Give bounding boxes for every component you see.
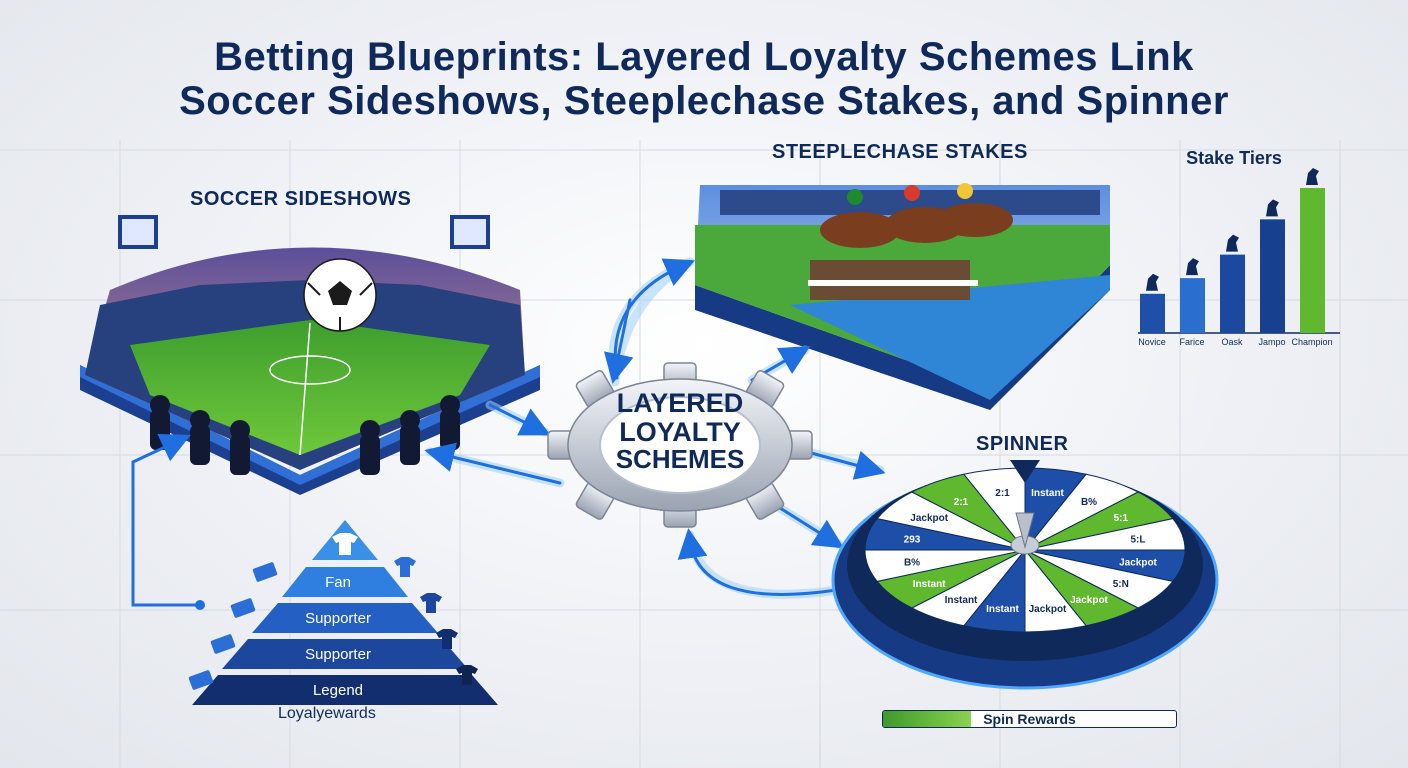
page-title-line-1: Betting Blueprints: Layered Loyalty Sche… [214, 35, 1194, 79]
knight-icon [1186, 258, 1199, 276]
stake-tier-label: Farice [1179, 337, 1204, 347]
spinner-segment-label: Instant [1031, 488, 1064, 499]
stake-tier-label: Champion [1291, 337, 1332, 347]
pyramid-tier-3 [222, 639, 468, 669]
pyramid-tier-label-legend: Legend [313, 682, 363, 699]
spinner-segment-label: Jackpot [910, 513, 948, 524]
steeplechase-label: STEEPLECHASE STAKES [772, 141, 1028, 163]
spinner-wheel-illustration: InstantB%5:15:LJackpot5:NJackpotJackpotI… [831, 460, 1219, 690]
spinner-segment-label: Instant [986, 604, 1019, 615]
stake-tier-label: Oask [1221, 337, 1243, 347]
pyramid-tier-1 [282, 567, 408, 597]
spinner-segment-label: B% [904, 558, 920, 569]
knight-icon [1146, 273, 1159, 291]
spinner-segment-label: Instant [945, 595, 978, 606]
spinner-segment-label: Jackpot [1119, 558, 1157, 569]
stake-tier-bar [1220, 254, 1245, 333]
spinner-segment-label: Jackpot [1029, 604, 1067, 615]
stake-tier-label: Novice [1138, 337, 1166, 347]
spinner-segment-label: 5:1 [1114, 513, 1129, 524]
pyramid-caption: Loyalyewards [278, 705, 376, 722]
soccer-stadium-illustration [80, 215, 540, 495]
loyalty-pyramid: Fan Supporter Supporter Legend [188, 520, 498, 705]
stake-tier-bar [1140, 293, 1165, 333]
hub-line-3: SCHEMES [616, 444, 745, 474]
ticket-icons [188, 562, 278, 690]
knight-icon [1226, 234, 1239, 252]
stake-tier-bar [1260, 219, 1285, 333]
hub-line-1: LAYERED [617, 388, 744, 418]
pyramid-tier-label-supporter-2: Supporter [305, 646, 371, 663]
steeplechase-illustration [695, 183, 1110, 410]
spin-rewards-label: Spin Rewards [983, 711, 1076, 727]
pyramid-tier-label-supporter: Supporter [305, 610, 371, 627]
spinner-segment-label: 2:1 [954, 497, 969, 508]
soccer-label: SOCCER SIDESHOWS [190, 188, 412, 210]
spinner-segment-label: 5:L [1131, 535, 1146, 546]
spinner-segment-label: 5:N [1113, 579, 1129, 590]
loyalty-hub-gear: LAYERED LOYALTY SCHEMES [547, 362, 813, 528]
spin-rewards-bar: Spin Rewards [882, 710, 1177, 728]
stake-tier-bar [1300, 188, 1325, 333]
shirt-icons [394, 557, 478, 685]
spinner-spike [1015, 512, 1035, 549]
spinner-segment-label: B% [1081, 497, 1097, 508]
pyramid-tier-2 [252, 603, 438, 633]
spinner-segment-label: Instant [913, 579, 946, 590]
stake-tier-bar [1180, 278, 1205, 333]
spinner-label: SPINNER [976, 433, 1069, 455]
pyramid-tier-4 [192, 675, 498, 705]
knight-icon [1306, 168, 1319, 185]
stake-tiers-chart: Stake Tiers Novice Farice Oask Jampo Champio… [1138, 148, 1340, 347]
stake-tier-label: Jampo [1258, 337, 1285, 347]
pyramid-tier-label-fan: Fan [325, 574, 351, 591]
page-title-line-2: Soccer Sideshows, Steeplechase Stakes, a… [179, 79, 1229, 123]
spinner-pointer-icon [1010, 460, 1040, 483]
knight-icon [1266, 199, 1279, 217]
spinner-segment-label: 2:1 [995, 488, 1010, 499]
stake-tiers-title: Stake Tiers [1186, 148, 1282, 168]
spinner-segment-label: 293 [904, 535, 921, 546]
jersey-icon [332, 533, 358, 555]
spin-rewards-fill [883, 711, 971, 727]
hub-line-2: LOYALTY [619, 417, 741, 447]
spinner-segment-label: Jackpot [1070, 595, 1108, 606]
